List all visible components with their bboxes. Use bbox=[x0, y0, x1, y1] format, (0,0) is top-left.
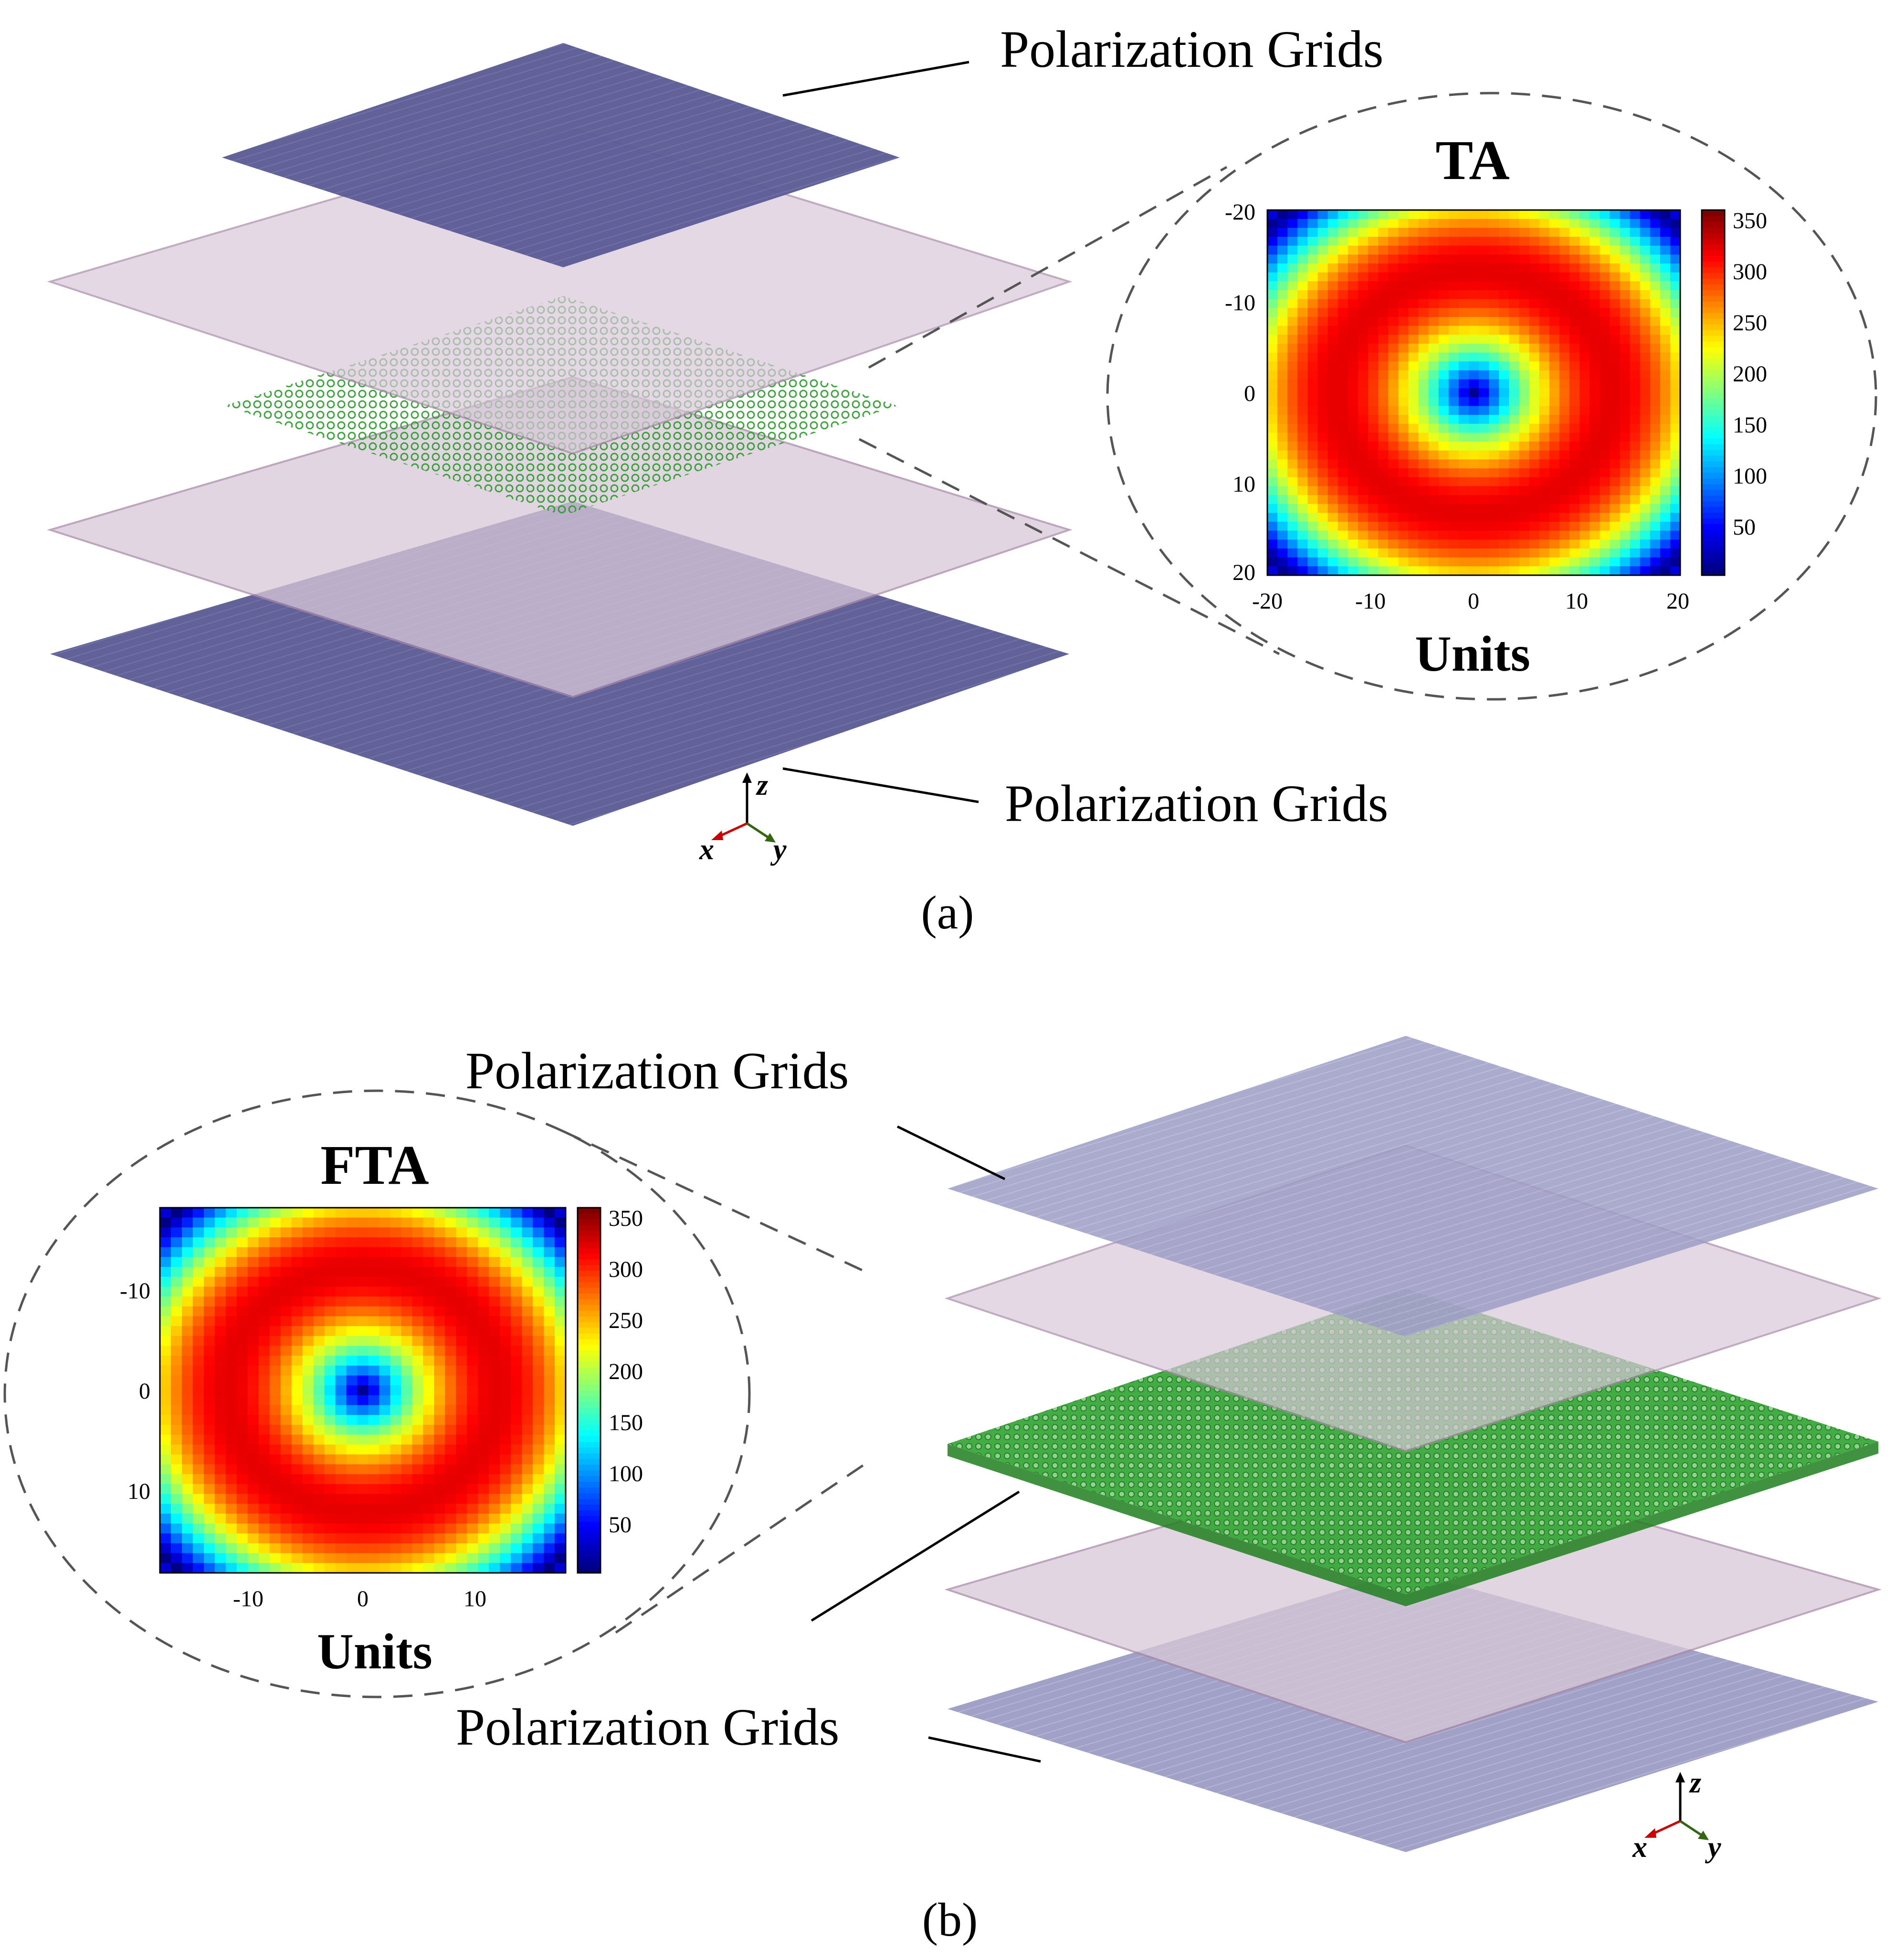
inset-title-b: FTA bbox=[320, 1134, 429, 1196]
axis-x-a: x bbox=[699, 833, 714, 866]
cbtick-b-4: 250 bbox=[609, 1308, 643, 1333]
colorbar-b bbox=[578, 1208, 600, 1573]
connector-b1 bbox=[562, 1130, 867, 1274]
inset-xlabel-b: Units bbox=[317, 1623, 432, 1679]
bottom-callout-line-a bbox=[782, 767, 979, 803]
xtick-b-2: 10 bbox=[463, 1586, 486, 1612]
panel-a: Polarization Grids Polarization Grids z … bbox=[47, 20, 1877, 939]
cbtick-a-1: 100 bbox=[1733, 464, 1767, 489]
axis-glyph-a: z x y bbox=[699, 769, 787, 866]
ytick-a-4: 20 bbox=[1232, 560, 1255, 585]
heatmap-b bbox=[160, 1208, 566, 1573]
connector-a2 bbox=[858, 438, 1280, 655]
cbtick-b-5: 300 bbox=[609, 1257, 643, 1282]
inset-title-a: TA bbox=[1435, 129, 1509, 191]
top-callout-a: Polarization Grids bbox=[1000, 20, 1383, 78]
xtick-b-0: -10 bbox=[233, 1586, 263, 1612]
cbtick-b-1: 100 bbox=[609, 1461, 643, 1486]
cbtick-a-5: 300 bbox=[1733, 259, 1767, 285]
panel-label-b: (b) bbox=[922, 1893, 978, 1946]
cbtick-b-3: 200 bbox=[609, 1359, 643, 1384]
bottom-callout-line-b bbox=[928, 1736, 1041, 1763]
cbtick-a-3: 200 bbox=[1733, 361, 1767, 387]
axis-y-b: y bbox=[1705, 1831, 1721, 1864]
cbtick-a-0: 50 bbox=[1733, 515, 1756, 540]
ytick-a-0: -20 bbox=[1225, 200, 1255, 225]
panel-b: Polarization Grids Polarization Grids z … bbox=[3, 1036, 1882, 1946]
ytick-a-3: 10 bbox=[1232, 472, 1255, 497]
top-callout-b: Polarization Grids bbox=[465, 1042, 849, 1100]
xtick-a-3: 10 bbox=[1565, 589, 1588, 614]
ytick-a-1: -10 bbox=[1225, 290, 1255, 316]
ytick-b-2: 10 bbox=[127, 1479, 150, 1504]
cbtick-b-2: 150 bbox=[609, 1410, 643, 1435]
ytick-b-1: 0 bbox=[139, 1379, 150, 1404]
axis-z-b: z bbox=[1689, 1767, 1701, 1799]
inset-outline-a bbox=[1106, 92, 1877, 701]
colorbar-a bbox=[1702, 210, 1725, 576]
cbtick-a-4: 250 bbox=[1733, 310, 1767, 336]
cbtick-b-0: 50 bbox=[609, 1512, 632, 1538]
xtick-a-1: -10 bbox=[1355, 589, 1386, 614]
xtick-a-2: 0 bbox=[1468, 589, 1479, 614]
ytick-a-2: 0 bbox=[1244, 381, 1255, 406]
xtick-b-1: 0 bbox=[357, 1586, 369, 1612]
axis-z-a: z bbox=[756, 769, 768, 801]
metasurface-pointer-b bbox=[811, 1490, 1020, 1622]
inset-a: TA -20 -10 0 10 20 -20 -10 0 10 20 50 10… bbox=[1225, 129, 1767, 682]
cbtick-b-6: 350 bbox=[609, 1206, 643, 1231]
bottom-callout-b: Polarization Grids bbox=[456, 1698, 839, 1756]
top-callout-line-b bbox=[896, 1125, 1006, 1180]
bottom-callout-a: Polarization Grids bbox=[1005, 774, 1388, 832]
cbtick-a-2: 150 bbox=[1733, 412, 1767, 438]
ytick-b-0: -10 bbox=[120, 1278, 150, 1304]
axis-glyph-b: z x y bbox=[1632, 1767, 1721, 1864]
connector-a1 bbox=[868, 166, 1228, 369]
axis-x-b: x bbox=[1632, 1831, 1647, 1864]
panel-label-a: (a) bbox=[921, 886, 974, 939]
cbtick-a-6: 350 bbox=[1733, 208, 1767, 233]
xtick-a-0: -20 bbox=[1252, 589, 1283, 614]
top-polarizer-a bbox=[222, 43, 900, 267]
xtick-a-4: 20 bbox=[1666, 589, 1689, 614]
top-callout-line-a bbox=[782, 61, 969, 97]
inset-outline-b bbox=[3, 1089, 751, 1698]
connector-b2 bbox=[615, 1462, 867, 1634]
inset-b: FTA -10 0 10 -10 0 10 50 100 150 200 250… bbox=[120, 1134, 643, 1679]
inset-xlabel-a: Units bbox=[1415, 626, 1530, 682]
top-polarizer-b bbox=[948, 1036, 1878, 1337]
heatmap-a bbox=[1267, 210, 1681, 576]
